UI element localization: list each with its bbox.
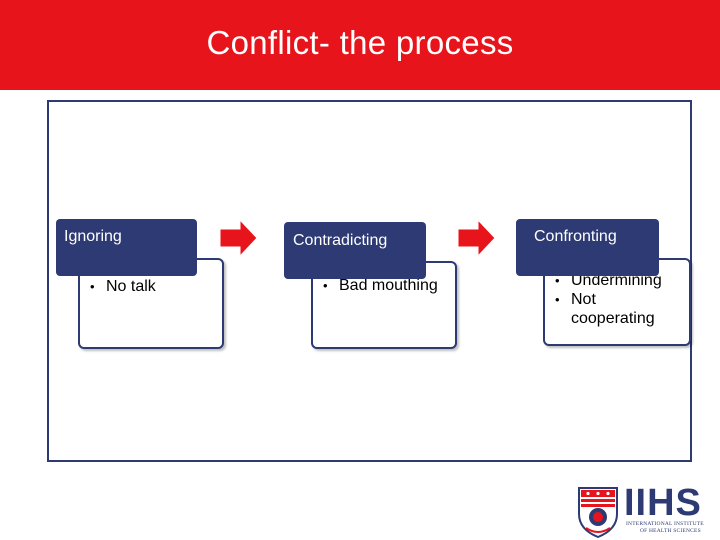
logo-subtitle: INTERNATIONAL INSTITUTE OF HEALTH SCIENC… <box>626 521 704 535</box>
stage-header-label: Ignoring <box>64 228 122 245</box>
bullet-item: No talk <box>90 277 220 296</box>
slide-title: Conflict- the process <box>206 24 514 61</box>
stage-bullets-ignoring: No talk <box>90 277 220 296</box>
bullet-item: Undermining <box>555 271 689 290</box>
bullet-item: Not cooperating <box>555 290 665 328</box>
arrow-right-icon <box>219 219 258 257</box>
stage-header-ignoring: Ignoring <box>56 219 197 276</box>
stage-header-contradicting: Contradicting <box>284 222 426 279</box>
iihs-logo: IIHS INTERNATIONAL INSTITUTE OF HEALTH S… <box>576 484 718 538</box>
stage-header-label: Confronting <box>534 228 617 245</box>
arrow-right-icon <box>457 219 496 257</box>
title-banner: Conflict- the process <box>0 0 720 90</box>
stage-header-label: Contradicting <box>293 232 388 249</box>
logo-wordmark: IIHS <box>624 482 702 524</box>
logo-subtitle-line2: OF HEALTH SCIENCES <box>640 528 701 534</box>
stage-bullets-contradicting: Bad mouthing <box>323 276 453 295</box>
stage-header-confronting: Confronting <box>516 219 659 276</box>
shield-emblem-icon <box>578 487 618 538</box>
logo-subtitle-line1: INTERNATIONAL INSTITUTE <box>626 521 704 527</box>
stage-bullets-confronting: Undermining Not cooperating <box>555 271 689 328</box>
bullet-item: Bad mouthing <box>323 276 453 295</box>
